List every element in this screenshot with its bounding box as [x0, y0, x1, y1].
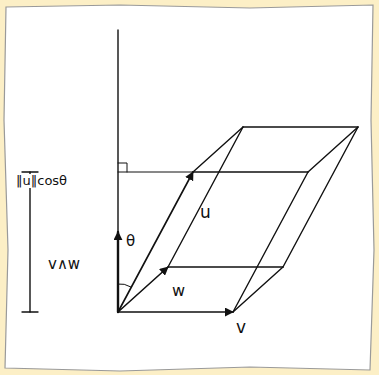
vector-label: u [198, 203, 213, 222]
dimension-tick [22, 171, 38, 172]
vector-v [118, 311, 233, 313]
vector-v-wedge-w [117, 232, 119, 312]
right-angle-mark [118, 163, 127, 172]
normal-axis [117, 30, 118, 312]
vector-label: v [234, 318, 248, 337]
paper-sheet [4, 5, 374, 371]
parallelepiped [168, 127, 358, 312]
angle-arc [118, 284, 131, 287]
vector-u [118, 172, 193, 312]
projection-line [118, 172, 193, 173]
dimension-line [29, 172, 30, 312]
vector-label: v∧w [46, 256, 82, 273]
dimension-tick [22, 311, 38, 312]
vector-label: w [170, 282, 187, 300]
angle-label: θ [124, 233, 137, 250]
vector-w [118, 267, 168, 312]
dimension-label: ‖u‖cosθ [14, 174, 69, 188]
